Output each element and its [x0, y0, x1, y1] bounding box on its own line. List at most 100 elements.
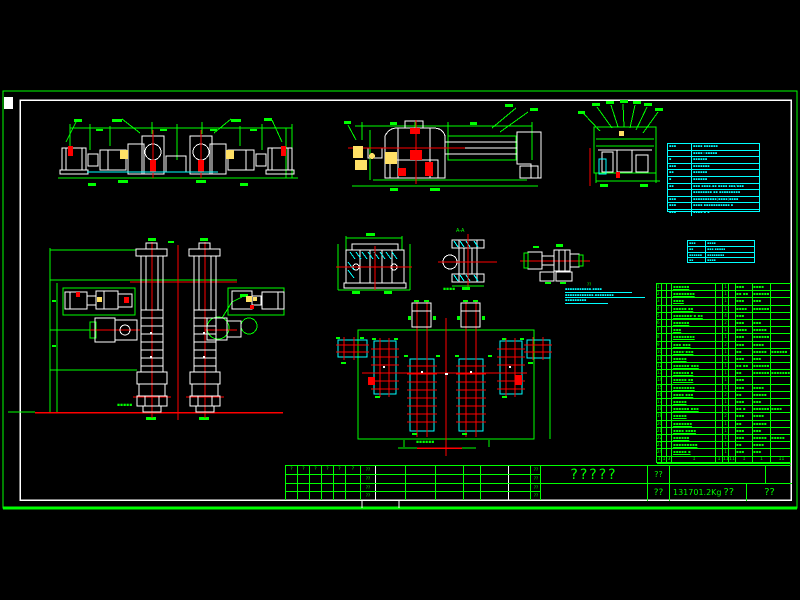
bom-qty-cell: 1 [723, 442, 729, 449]
grid-cell: ? [286, 466, 298, 474]
bom-name-cell: ▪▪▪▪ [672, 298, 716, 305]
bom-table: 1 ▪▪▪▪▪▪ 1 ▪▪▪ ▪▪▪▪ 2 ▪▪▪▪▪▪▪▪ 1 ▪▪ ▪▪ ▪… [656, 283, 791, 464]
bom-cell [729, 384, 736, 391]
table-row: ▪▪▪▪▪▪▪▪ ▪▪ ▪▪▪▪▪▪▪▪▪ [668, 190, 759, 197]
bom-no-cell: 7 [657, 327, 662, 334]
grid-cell [334, 483, 346, 492]
grid-cell [310, 474, 322, 483]
grid-cell: ?? [533, 484, 539, 490]
bom-no-cell: 5 [657, 312, 662, 319]
plan-bottom-caption: ▪▪▪▪▪▪ [416, 440, 435, 445]
weight-suffix: ?? [723, 487, 735, 498]
table-row: 22 ▪▪▪▪▪▪ 1 ▪▪▪ ▪▪▪▪▪ ▪▪▪▪▪ [657, 434, 790, 443]
spec-value-cell: ▪▪▪▪▪▪ [693, 170, 708, 175]
spec-label-cell: ▪ [668, 157, 692, 163]
bom-footer-cell: 1 [672, 456, 716, 463]
grid-cell [334, 492, 346, 500]
bom-no-cell: 11 [657, 355, 662, 363]
grid-cell: ?? [361, 492, 376, 500]
grid-cell [376, 483, 406, 492]
bom-footer-cell: 3 [667, 456, 672, 463]
grid-cell [376, 466, 406, 474]
bom-qty-cell: 1 [723, 348, 729, 355]
bom-note-cell [771, 377, 790, 383]
spec-value-cell: ▪▪▪▪ ▪▪▪▪▪▪ [693, 144, 718, 148]
bom-material-cell: ▪▪▪▪ [753, 384, 771, 391]
table-row: 12 ▪▪▪▪▪▪-▪▪▪ 1 ▪▪ ▪▪ ▪▪▪▪▪▪ [657, 363, 790, 371]
table-row: ▪ ▪▪▪▪▪▪ [668, 157, 759, 164]
bom-name-cell: ▪▪▪▪▪▪▪▪ [672, 384, 716, 391]
bom-note-cell [771, 284, 790, 290]
bom-weight-cell: ▪▪▪▪ [736, 327, 753, 334]
bom-cell [662, 377, 667, 384]
tech-notes: ▪▪▪▪▪▪▪▪▪▪▪-▪▪▪▪▪▪▪▪▪▪▪▪▪▪▪▪-▪▪▪▪▪▪▪▪▪▪▪… [565, 288, 651, 305]
bom-material-cell: ▪▪▪▪▪▪ [753, 334, 771, 341]
table-row: ▪▪▪ ▪▪▪▪ [688, 241, 754, 247]
bom-material-cell: ▪▪▪▪ [753, 442, 771, 449]
bom-weight-cell: ▪▪ ▪▪ [736, 291, 753, 298]
mini-label-cell: ▪▪▪▪▪▪ [688, 252, 706, 258]
table-row: 9 ▪▪▪ ▪▪▪ 2 ▪▪▪ ▪▪▪▪ [657, 341, 790, 349]
bom-note-cell [771, 306, 790, 312]
bom-qty-cell: 1 [723, 370, 729, 377]
grid-cell [322, 483, 334, 492]
bom-material-cell: ▪▪▪▪ [753, 413, 771, 420]
grid-cell [509, 466, 531, 474]
bom-name-cell: ▪▪▪▪▪ [672, 355, 716, 363]
view-front-elevation [58, 118, 298, 186]
grid-cell [286, 492, 298, 500]
bom-cell [667, 305, 672, 312]
bom-cell [662, 384, 667, 391]
table-row: ▪▪▪▪▪▪ ▪▪▪▪▪▪▪▪ [688, 252, 754, 259]
title-block-cell [670, 466, 766, 484]
bom-note-cell [771, 442, 790, 448]
grid-cell [406, 492, 436, 500]
spec-value-cell: ▪▪▪▪▪▪▪▪ ▪▪ ▪▪▪▪▪▪▪▪▪ [693, 190, 741, 195]
bom-cell [729, 420, 736, 427]
grid-cell [346, 474, 361, 483]
spec-label-cell: ▪▪▪ [668, 196, 692, 203]
bom-cell [662, 363, 667, 370]
bom-cell [662, 298, 667, 305]
bom-footer-cell: 1 [736, 456, 753, 463]
bom-cell [716, 442, 723, 449]
bom-cell [667, 298, 672, 305]
bom-cell [662, 341, 667, 348]
grid-cell: ?? [533, 467, 539, 472]
bom-weight-cell: ▪▪▪ [736, 334, 753, 341]
mini-spec-table: ▪▪▪ ▪▪▪▪ ▪▪ ▪▪▪ ▪▪▪▪▪ ▪▪▪▪▪▪ ▪▪▪▪▪▪▪▪ ▪▪… [687, 240, 755, 264]
spec-label-cell: ▪▪ [668, 170, 692, 176]
table-row: ▪▪▪ ▪▪▪▪-▪ ▪ [668, 209, 759, 216]
bom-qty-cell: 1 [723, 406, 729, 413]
bom-note-cell [771, 298, 790, 304]
bom-cell [716, 348, 723, 355]
bom-material-cell: ▪▪▪ [753, 427, 771, 434]
table-row: 8 ▪▪▪▪▪▪▪▪ 1 ▪▪▪ ▪▪▪▪▪▪ [657, 334, 790, 342]
bom-cell [729, 291, 736, 298]
bom-qty-cell: 1 [723, 384, 729, 391]
bom-weight-cell: ▪▪▪ [736, 341, 753, 348]
bom-cell [729, 341, 736, 348]
mini-label-cell: ▪▪ [688, 246, 706, 252]
bom-cell [667, 449, 672, 456]
bom-cell [716, 355, 723, 363]
bom-no-cell: 17 [657, 399, 662, 406]
grid-cell [436, 492, 464, 500]
spec-value-cell: ▪▪▪▪=▪▪▪▪▪ [693, 150, 718, 155]
bom-name-cell: ▪▪▪▪▪▪ ▪ [672, 370, 716, 377]
bom-cell [716, 384, 723, 391]
bom-note-cell: ▪▪▪▪▪▪▪ [771, 370, 790, 376]
bom-material-cell: ▪▪▪▪▪ [753, 327, 771, 334]
bom-cell [662, 413, 667, 420]
bom-cell [729, 334, 736, 341]
bom-rows: 1 ▪▪▪▪▪▪ 1 ▪▪▪ ▪▪▪▪ 2 ▪▪▪▪▪▪▪▪ 1 ▪▪ ▪▪ ▪… [657, 284, 790, 457]
spec-value-cell: ▪▪▪▪▪▪ [693, 157, 708, 162]
drawing-borders [2, 90, 798, 510]
bom-cell [729, 312, 736, 319]
table-row: 15 ▪▪▪▪▪▪▪▪ 1 ▪▪▪ ▪▪▪▪ [657, 384, 790, 392]
table-row: 10 ▪▪▪▪-▪▪▪ 1 ▪▪ ▪▪▪▪▪ ▪▪▪▪▪▪ [657, 348, 790, 356]
bom-note-cell: ▪▪▪▪▪ [771, 434, 785, 440]
grid-cell [464, 483, 481, 492]
bom-cell [667, 334, 672, 341]
